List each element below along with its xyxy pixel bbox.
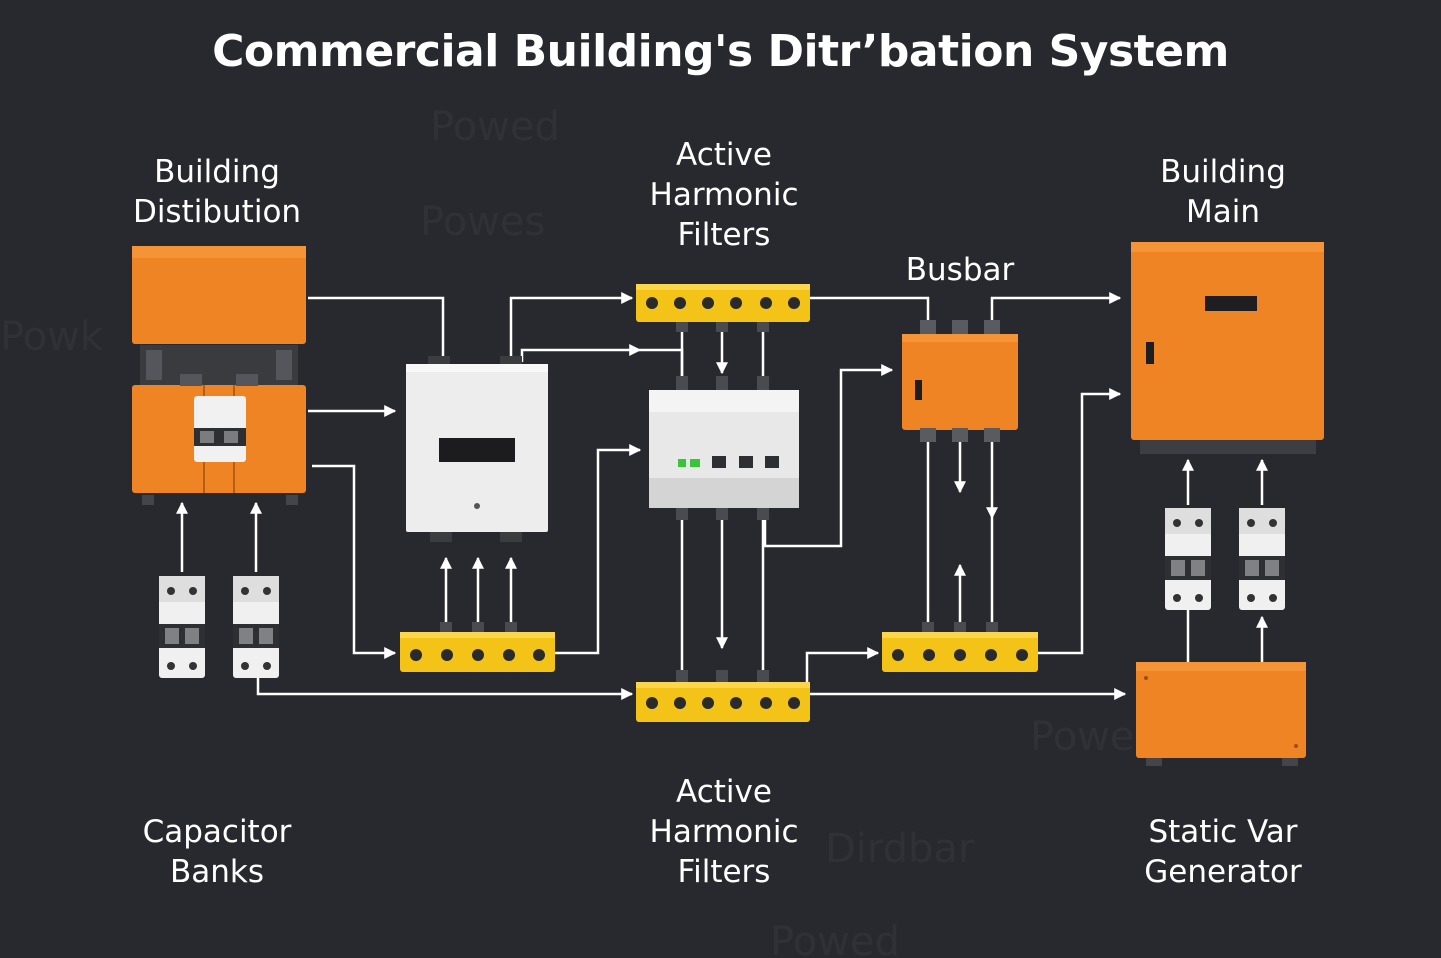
label-line: Distibution — [132, 194, 302, 230]
label-line: Building — [154, 154, 280, 190]
building-main-cabinet — [1131, 242, 1324, 454]
label-line: Building — [1160, 154, 1286, 190]
label-line: Banks — [169, 854, 264, 890]
wire — [520, 344, 642, 362]
yellow-terminal-block-left — [400, 622, 555, 672]
wire — [763, 364, 894, 548]
label-line: Main — [1185, 194, 1261, 230]
wire — [990, 292, 1122, 322]
active-harmonic-filter-device — [649, 376, 799, 520]
label-static-var-generator: Static Var Generator — [1144, 812, 1301, 892]
label-line: Filters — [677, 217, 771, 253]
label-line: Harmonic — [649, 177, 799, 213]
label-line: Busbar — [905, 252, 1015, 288]
wire — [509, 292, 634, 360]
wire — [640, 348, 684, 382]
watermark-text: Powe — [1030, 714, 1135, 760]
background-watermarks: Powed Powes Powk Powe Dirdbar Powed — [0, 104, 1135, 958]
label-line: Generator — [1144, 854, 1302, 890]
label-line: Capacitor — [142, 814, 292, 850]
label-busbar: Busbar — [906, 250, 1015, 290]
watermark-text: Powed — [770, 919, 900, 958]
capacitor-bank-breaker — [159, 576, 205, 678]
wire — [312, 464, 397, 659]
label-building-main: Building Main — [1160, 152, 1286, 232]
wire — [256, 676, 634, 700]
wire — [807, 296, 930, 322]
diagram-title: Commercial Building's Ditr’bation System — [212, 26, 1229, 77]
watermark-text: Powes — [420, 199, 545, 245]
label-line: Harmonic — [649, 814, 799, 850]
wire — [308, 296, 445, 360]
watermark-text: Dirdbar — [825, 826, 975, 872]
static-var-breaker — [1165, 508, 1211, 610]
watermark-text: Powk — [0, 314, 104, 360]
busbar-unit — [902, 320, 1018, 442]
static-var-generator-unit — [1136, 662, 1306, 766]
label-active-harmonic-filters-bottom: Active Harmonic Filters — [650, 772, 799, 892]
static-var-breaker — [1239, 508, 1285, 610]
watermark-text: Powed — [430, 104, 560, 150]
yellow-terminal-block-bottom — [636, 670, 810, 722]
yellow-terminal-block-top — [636, 284, 810, 332]
white-control-panel — [406, 356, 548, 542]
label-line: Active — [676, 137, 772, 173]
label-building-distribution: Building Distibution — [133, 152, 301, 232]
wire — [1036, 388, 1122, 655]
label-line: Static Var — [1148, 814, 1298, 850]
label-capacitor-banks: Capacitor Banks — [143, 812, 292, 892]
connection-lines — [176, 292, 1268, 700]
building-distribution-panel — [132, 246, 306, 505]
label-line: Filters — [677, 854, 771, 890]
wire — [805, 647, 880, 682]
yellow-terminal-block-right — [882, 622, 1038, 672]
label-line: Active — [676, 774, 772, 810]
capacitor-bank-breaker — [233, 576, 279, 678]
wire — [553, 444, 642, 655]
label-active-harmonic-filters-top: Active Harmonic Filters — [650, 135, 799, 255]
